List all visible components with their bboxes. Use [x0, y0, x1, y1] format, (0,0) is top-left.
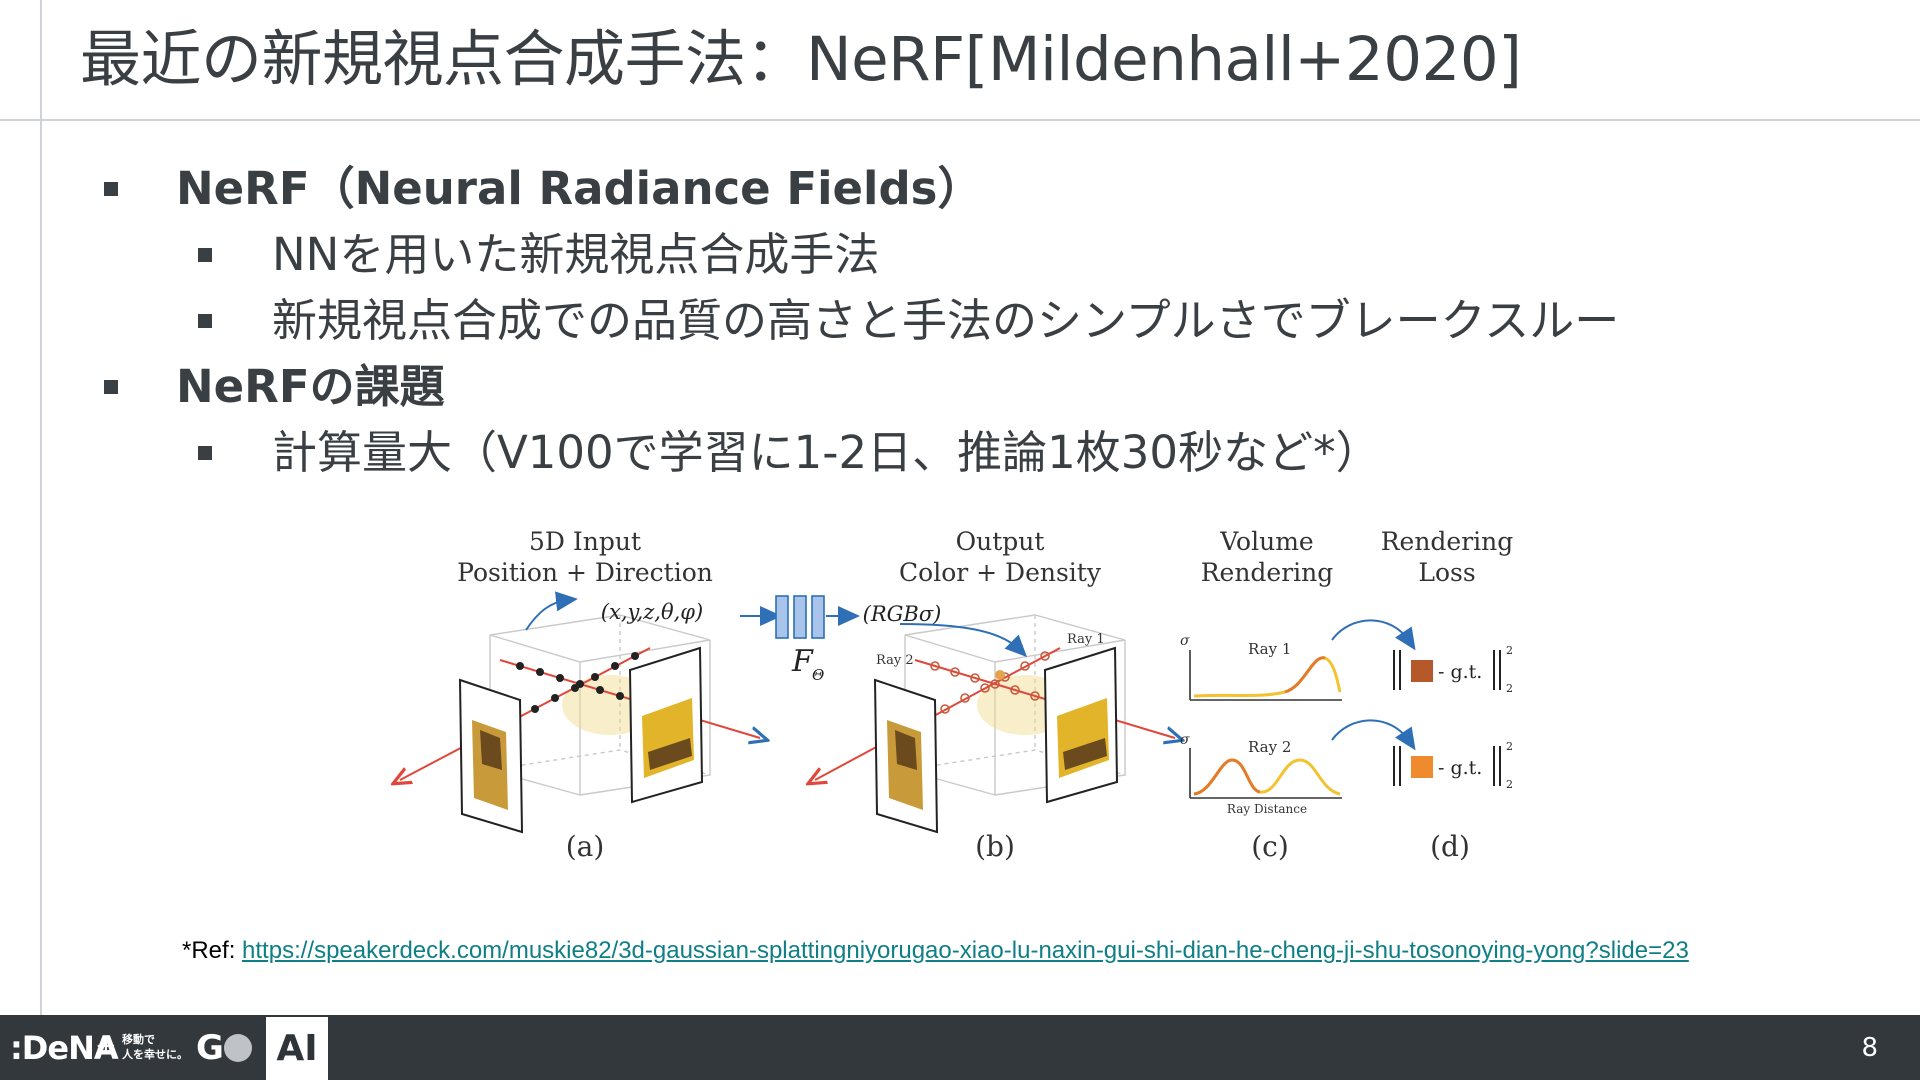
plot-2-sigma: σ — [1180, 732, 1190, 748]
title-rule — [0, 119, 1920, 121]
ray-distance-axis-label: Ray Distance — [1227, 802, 1307, 816]
reference-link[interactable]: https://speakerdeck.com/muskie82/3d-gaus… — [242, 937, 1689, 964]
bullet-square-icon — [198, 446, 212, 460]
bullet-text: NNを用いた新規視点合成手法 — [272, 228, 880, 281]
bullet-text: 計算量大（V100で学習に1-2日、推論1枚30秒など*） — [272, 426, 1381, 479]
network-label: F — [791, 644, 814, 679]
panel-b-caption: (b) — [975, 830, 1015, 863]
bullet-square-icon — [198, 314, 212, 328]
nerf-pipeline-figure: 5D Input Position + Direction — [380, 527, 1514, 863]
volume-plot-ray-1: σ Ray 1 — [1180, 633, 1342, 701]
panel-a: 5D Input Position + Direction — [400, 527, 760, 863]
loss-2-sup: 2 — [1506, 740, 1513, 753]
panel-c-heading-1: Volume — [1219, 527, 1313, 556]
plot-1-ray-label: Ray 1 — [1248, 640, 1291, 658]
bullet-square-icon — [104, 380, 118, 394]
loss-2-sub: 2 — [1506, 778, 1513, 791]
bullet-nerf: NeRF（Neural Radiance Fields） — [104, 159, 983, 219]
panel-d-heading-2: Loss — [1418, 558, 1475, 587]
panel-a-heading-2: Position + Direction — [457, 558, 713, 587]
network-subscript: Θ — [812, 666, 824, 684]
bullet-text: 新規視点合成での品質の高さと手法のシンプルさでブレークスルー — [272, 294, 1620, 347]
dena-logo: :DeNA — [10, 1029, 119, 1067]
bullet-text: NeRF（Neural Radiance Fields） — [176, 162, 983, 215]
panel-b-ray-1 — [815, 647, 1061, 780]
bullet-square-icon — [104, 182, 118, 196]
network-block: F Θ — [740, 595, 860, 684]
panel-c-caption: (c) — [1251, 830, 1289, 863]
panel-d: Rendering Loss - g.t. 2 2 - g.t. 2 — [1381, 527, 1514, 863]
panel-b: Output Color + Density (RGBσ) Ray 1 — [815, 527, 1175, 863]
page-number: 8 — [1861, 1033, 1878, 1063]
bullet-nerf-issues: NeRFの課題 — [104, 357, 445, 417]
reference-prefix: *Ref: — [182, 937, 243, 964]
loss-arrow-2 — [1331, 719, 1416, 751]
go-logo: G — [196, 1028, 224, 1068]
panel-b-heading-2: Color + Density — [899, 558, 1102, 587]
panel-b-ray-1-label: Ray 1 — [1067, 632, 1105, 647]
loss-2-gt: - g.t. — [1438, 757, 1482, 779]
panel-a-input-arrow — [525, 591, 578, 631]
slide-title: 最近の新規視点合成手法：NeRF[Mildenhall+2020] — [80, 24, 1522, 95]
panel-a-ray-1 — [400, 647, 651, 780]
panel-a-image-left — [458, 678, 524, 834]
panel-d-caption: (d) — [1430, 830, 1470, 863]
loss-term-2: - g.t. 2 2 — [1393, 740, 1513, 791]
panel-b-dense-point — [995, 670, 1005, 680]
bullet-compute-cost: 計算量大（V100で学習に1-2日、推論1枚30秒など*） — [198, 423, 1381, 483]
left-rule — [40, 0, 42, 1015]
panel-a-caption: (a) — [566, 830, 605, 863]
loss-arrow-1 — [1331, 619, 1416, 651]
loss-term-1: - g.t. 2 2 — [1393, 644, 1513, 695]
panel-c: Volume Rendering σ Ray 1 σ Ray 2 Ray Dis… — [1180, 527, 1342, 863]
bullet-breakthrough: 新規視点合成での品質の高さと手法のシンプルさでブレークスルー — [198, 291, 1620, 351]
panel-c-heading-2: Rendering — [1201, 558, 1334, 587]
input-vector-label: (x,y,z,θ,φ) — [601, 600, 703, 624]
bullet-text: NeRFの課題 — [176, 360, 445, 413]
panel-b-heading-1: Output — [956, 527, 1045, 556]
panel-a-sample-points — [516, 652, 639, 713]
panel-d-heading-1: Rendering — [1381, 527, 1514, 556]
volume-plot-ray-2: σ Ray 2 Ray Distance — [1180, 732, 1342, 816]
plot-1-sigma: σ — [1180, 633, 1190, 649]
go-tagline: 移動で 人を幸せに。 — [122, 1032, 196, 1062]
loss-1-sub: 2 — [1506, 682, 1513, 695]
reference-line: *Ref: https://speakerdeck.com/muskie82/3… — [182, 936, 1689, 966]
go-tagline-line-2: 人を幸せに。 — [122, 1048, 188, 1061]
bullet-nn-method: NNを用いた新規視点合成手法 — [198, 225, 880, 285]
logo-plus: + — [95, 1031, 117, 1061]
ai-badge: AI — [266, 1017, 328, 1080]
go-logo-circle-icon — [224, 1034, 252, 1062]
panel-a-heading-1: 5D Input — [529, 527, 641, 556]
panel-b-ray-2-label: Ray 2 — [876, 653, 914, 668]
bullet-square-icon — [198, 248, 212, 262]
go-tagline-line-1: 移動で — [122, 1033, 155, 1046]
loss-1-gt: - g.t. — [1438, 661, 1482, 683]
loss-1-sup: 2 — [1506, 644, 1513, 657]
plot-2-ray-label: Ray 2 — [1248, 738, 1291, 756]
panel-b-image-right — [1043, 646, 1119, 804]
output-vector-label: (RGBσ) — [863, 602, 942, 626]
panel-b-image-left — [873, 678, 939, 834]
panel-b-output-arrow — [899, 623, 1028, 658]
panel-b-sample-points — [930, 651, 1050, 714]
panel-a-image-right — [628, 646, 704, 804]
